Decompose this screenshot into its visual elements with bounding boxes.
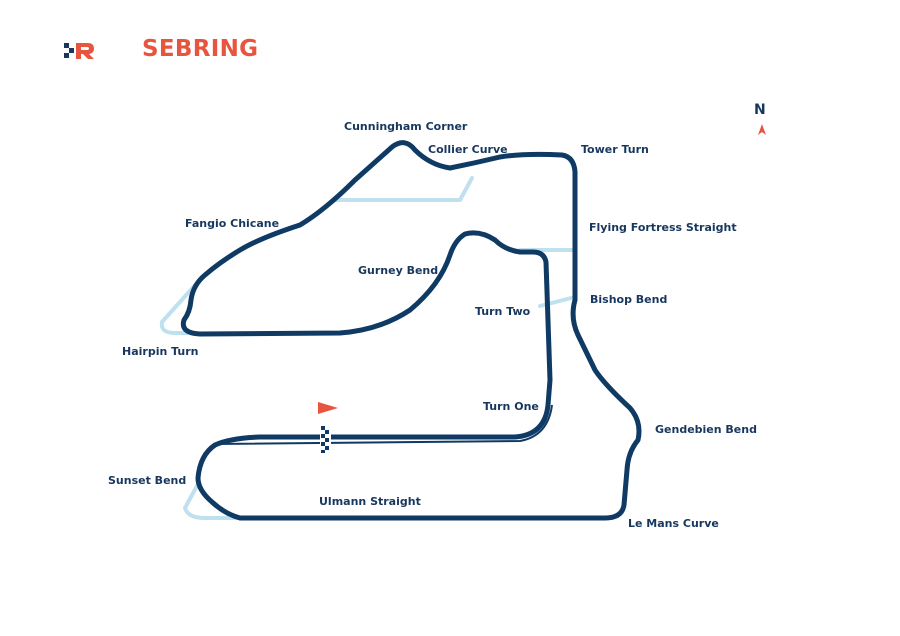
corner-label: Gurney Bend [358,264,439,277]
start-flag-icon [318,402,338,414]
main-circuit [180,140,642,521]
north-arrow-icon [758,124,766,135]
corner-label: Hairpin Turn [122,345,199,358]
corner-label: Flying Fortress Straight [589,221,737,234]
corner-label: Tower Turn [581,143,649,156]
alternate-track-sections [159,176,577,520]
corner-label: Fangio Chicane [185,217,280,230]
corner-label: Le Mans Curve [628,517,719,530]
corner-label: Cunningham Corner [344,120,468,133]
corner-label: Turn One [483,400,539,413]
start-finish-line [320,425,331,453]
corner-label: Sunset Bend [108,474,187,487]
logo [64,43,94,59]
compass-north-label: N [754,102,766,118]
corner-label: Turn Two [475,305,531,318]
corner-label: Collier Curve [428,143,508,156]
corner-label: Gendebien Bend [655,423,757,436]
corner-label: Ulmann Straight [319,495,421,508]
corner-label: Bishop Bend [590,293,668,306]
page-title: SEBRING [142,36,259,62]
